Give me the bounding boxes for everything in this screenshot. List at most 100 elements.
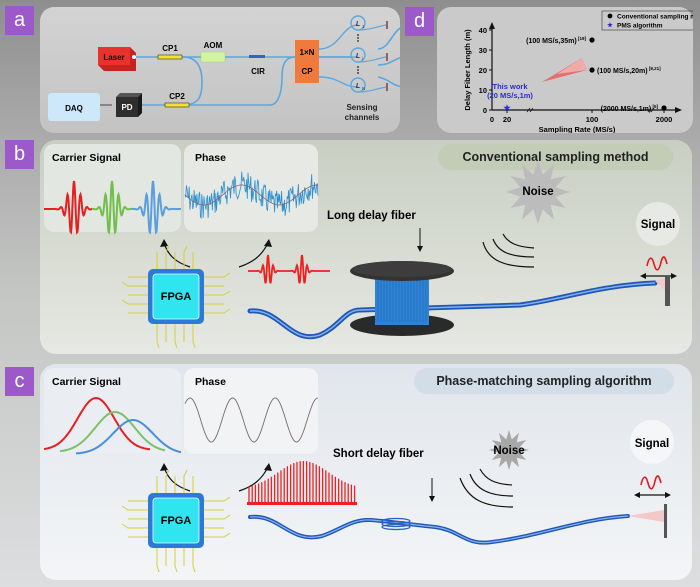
fpga-label: FPGA bbox=[161, 291, 192, 303]
pd-box: PD bbox=[116, 93, 142, 117]
noise-label: Noise bbox=[522, 186, 553, 198]
panel-a-tag: a bbox=[5, 6, 34, 35]
data-label: (100 MS/s,35m) [19] bbox=[526, 36, 586, 45]
panel-b-illustration: Carrier Signal Phase FPGA Long de bbox=[44, 144, 680, 349]
signal-label: Signal bbox=[641, 219, 676, 231]
method-title-text: Phase-matching sampling algorithm bbox=[436, 374, 652, 388]
legend-label: PMS algorithm bbox=[617, 23, 663, 30]
data-point-pms bbox=[503, 104, 511, 112]
daq-box bbox=[48, 93, 100, 121]
channel-coil-1: L bbox=[350, 15, 388, 31]
carrier-wave-red bbox=[44, 180, 93, 235]
phase-title: Phase bbox=[195, 376, 226, 388]
carrier-signal-title: Carrier Signal bbox=[52, 376, 121, 388]
method-title-c: Phase-matching sampling algorithm bbox=[414, 368, 674, 394]
channel-subscript: N bbox=[362, 86, 365, 91]
legend-marker-conventional bbox=[607, 13, 613, 19]
x-tick-label: 2000 bbox=[656, 115, 673, 124]
x-tick-label: 100 bbox=[586, 115, 599, 124]
method-title-text: Conventional sampling method bbox=[462, 150, 649, 164]
panel-b-conventional: Conventional sampling method Carrier Sig… bbox=[40, 140, 692, 354]
circulator bbox=[249, 55, 265, 58]
data-point-conventional bbox=[661, 105, 667, 111]
sensing-label: Sensing bbox=[346, 103, 377, 112]
data-label: (100 MS/s,20m) [8,21] bbox=[597, 66, 661, 75]
axis-break bbox=[526, 107, 531, 113]
y-tick-label: 30 bbox=[479, 46, 487, 55]
noise-waves bbox=[459, 468, 514, 508]
light-cone bbox=[628, 510, 664, 522]
channel-coil-n: L bbox=[350, 77, 388, 93]
y-tick-label: 10 bbox=[479, 86, 487, 95]
signal-label: Signal bbox=[635, 438, 670, 450]
panel-c-tag: c bbox=[5, 367, 34, 396]
cp2-coupler bbox=[164, 102, 190, 108]
data-label: (2000 MS/s,1m) [5] bbox=[601, 104, 659, 113]
fpga-pins bbox=[121, 245, 231, 349]
arrow-to-phase bbox=[238, 242, 269, 268]
phase-trend bbox=[184, 184, 318, 206]
long-delay-fiber-label: Long delay fiber bbox=[327, 210, 416, 222]
laser-label: Laser bbox=[103, 53, 124, 62]
arrow-to-phase bbox=[238, 466, 269, 492]
x-tick-label: 0 bbox=[490, 115, 494, 124]
aom-box bbox=[200, 51, 226, 63]
signal-bubble bbox=[636, 202, 680, 246]
noise-waves bbox=[482, 233, 535, 268]
signal-vibration-wave bbox=[640, 475, 662, 490]
panel-b-tag: b bbox=[5, 140, 34, 169]
carrier-wave-blue bbox=[132, 180, 181, 235]
noise-burst bbox=[506, 160, 570, 224]
axis-break bbox=[647, 107, 652, 113]
channel-subscript: 1 bbox=[362, 24, 365, 29]
cp2-label: CP2 bbox=[169, 92, 185, 101]
gaussian-green bbox=[59, 410, 166, 453]
cir-label: CIR bbox=[251, 67, 265, 76]
channel-label: L bbox=[356, 83, 360, 90]
laser-box: Laser bbox=[98, 47, 136, 71]
sensing-label-2: channels bbox=[345, 113, 380, 122]
splitter-label-top: 1×N bbox=[300, 48, 315, 57]
pd-label: PD bbox=[121, 103, 132, 112]
legend-label: Conventional sampling method bbox=[617, 14, 693, 21]
carrier-signal-box bbox=[44, 368, 181, 454]
channel-label: L bbox=[356, 53, 360, 60]
panel-a-setup: Laser CP1 AOM CIR 1×N CP L L bbox=[40, 7, 407, 133]
data-point-conventional bbox=[589, 37, 595, 43]
short-delay-fiber-label: Short delay fiber bbox=[333, 448, 424, 460]
splitter-box bbox=[295, 40, 319, 83]
legend-marker-pms bbox=[607, 22, 613, 28]
arrow-to-carrier bbox=[163, 242, 191, 268]
panel-c-pms: Phase-matching sampling algorithm Carrie… bbox=[40, 364, 692, 580]
carrier-signal-title: Carrier Signal bbox=[52, 152, 121, 164]
y-tick-label: 0 bbox=[483, 106, 487, 115]
phase-title: Phase bbox=[195, 152, 226, 164]
sensing-fiber bbox=[248, 514, 630, 545]
long-delay-fiber-spool bbox=[350, 261, 454, 336]
reflector bbox=[665, 276, 670, 306]
aom-label: AOM bbox=[204, 41, 223, 50]
channel-label: L bbox=[356, 21, 360, 28]
pulse-comb bbox=[248, 461, 356, 503]
y-axis-label: Delay Fiber Length (m) bbox=[463, 29, 472, 111]
panel-d-tag: d bbox=[405, 7, 434, 36]
method-title-b: Conventional sampling method bbox=[438, 144, 673, 170]
splitter-label-bottom: CP bbox=[301, 67, 313, 76]
channel-subscript: i bbox=[362, 56, 363, 61]
transmitted-pulses bbox=[248, 254, 330, 284]
gaussian-blue bbox=[75, 419, 182, 455]
light-cone bbox=[655, 278, 665, 290]
x-axis-label: Sampling Rate (MS/s) bbox=[539, 125, 616, 133]
y-tick-label: 40 bbox=[479, 26, 487, 35]
this-work-label: This work bbox=[492, 82, 528, 91]
cp1-coupler bbox=[157, 54, 183, 60]
fpga-pins bbox=[121, 469, 231, 573]
panel-c-illustration: Carrier Signal Phase FPGA Short delay fi… bbox=[43, 368, 674, 573]
arrow-to-carrier bbox=[163, 466, 191, 492]
x-tick-label: 20 bbox=[503, 115, 511, 124]
signal-vibration-wave bbox=[646, 256, 668, 271]
data-point-conventional bbox=[589, 67, 595, 73]
noisy-phase-trace bbox=[184, 171, 319, 220]
